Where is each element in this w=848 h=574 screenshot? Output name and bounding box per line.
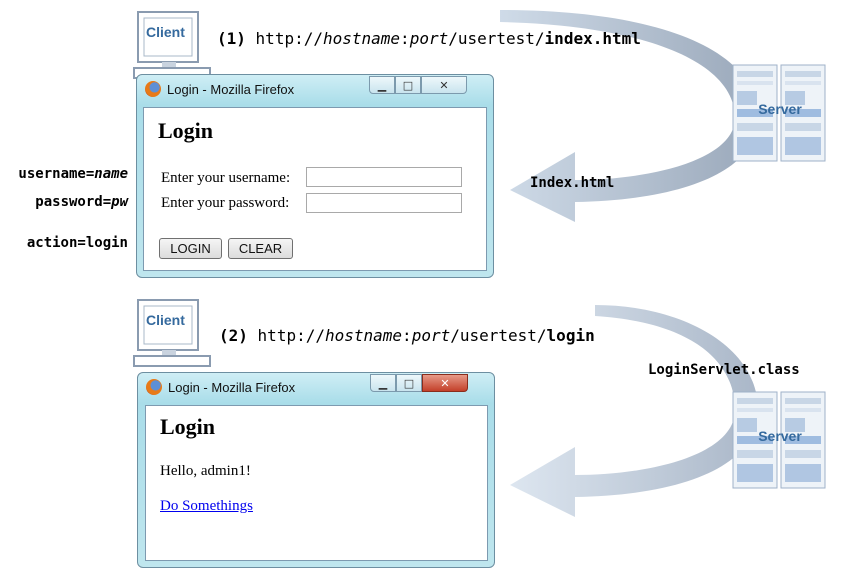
maximize-button[interactable]: □	[395, 76, 421, 94]
username-label: Enter your username:	[161, 170, 291, 186]
request-url-1: (1) http://hostname:port/usertest/index.…	[217, 29, 641, 48]
server-label: Server	[758, 101, 802, 117]
minimize-icon: ▁	[378, 376, 388, 390]
client-computer-icon	[133, 299, 211, 367]
client-1: Client	[132, 10, 216, 80]
client-label: Client	[146, 24, 185, 40]
page-content: Login Hello, admin1! Do Somethings	[145, 405, 488, 561]
param-action: action=login	[26, 235, 128, 251]
request-response-arrow-1	[500, 10, 758, 222]
page-heading: Login	[160, 414, 216, 439]
close-button[interactable]: ✕	[422, 374, 468, 392]
url-port: port	[411, 326, 451, 345]
url-path: /usertest/	[450, 326, 547, 345]
url-prefix: http://	[257, 326, 325, 345]
login-button[interactable]: LOGIN	[159, 238, 222, 259]
url-port: port	[409, 29, 449, 48]
request-url-2: (2) http://hostname:port/usertest/login	[219, 326, 595, 345]
param-username-key: username=	[18, 166, 95, 182]
param-password-value: pw	[111, 194, 128, 210]
maximize-button[interactable]: □	[396, 374, 422, 392]
server-rack-icon	[732, 391, 826, 489]
step-number: (2)	[219, 326, 248, 345]
password-input[interactable]	[306, 193, 462, 213]
server-label: Server	[758, 428, 802, 444]
client-2: Client	[132, 298, 216, 368]
response-label-1: Index.html	[530, 175, 615, 191]
url-prefix: http://	[255, 29, 323, 48]
url-host: hostname	[322, 29, 401, 48]
clear-button[interactable]: CLEAR	[228, 238, 293, 259]
page-content: Login Enter your username: Enter your pa…	[143, 107, 487, 271]
browser-window-2: Login - Mozilla Firefox ▁ □ ✕ Login Hell…	[137, 372, 495, 568]
close-icon: ✕	[440, 376, 450, 390]
response-label-2: LoginServlet.class	[648, 362, 800, 378]
browser-window-1: Login - Mozilla Firefox ▁ □ ✕ Login Ente…	[136, 74, 494, 278]
server-rack-icon	[732, 64, 826, 162]
param-password: password=pw	[35, 194, 128, 210]
do-somethings-link[interactable]: Do Somethings	[160, 498, 253, 514]
step-number: (1)	[217, 29, 246, 48]
url-host: hostname	[324, 326, 403, 345]
param-password-key: password=	[35, 194, 112, 210]
url-resource: login	[546, 326, 595, 345]
param-username: username=name	[18, 166, 128, 182]
close-button[interactable]: ✕	[421, 76, 467, 94]
window-title: Login - Mozilla Firefox	[168, 380, 296, 395]
password-label: Enter your password:	[161, 195, 290, 211]
maximize-icon: □	[402, 78, 414, 92]
close-icon: ✕	[439, 78, 449, 92]
param-username-value: name	[94, 166, 128, 182]
titlebar: Login - Mozilla Firefox ▁ □ ✕	[137, 75, 493, 103]
minimize-icon: ▁	[377, 78, 387, 92]
url-resource: index.html	[544, 29, 641, 48]
titlebar: Login - Mozilla Firefox ▁ □ ✕	[138, 373, 494, 401]
page-heading: Login	[158, 118, 214, 143]
window-title: Login - Mozilla Firefox	[167, 82, 295, 97]
username-input[interactable]	[306, 167, 462, 187]
minimize-button[interactable]: ▁	[370, 374, 396, 392]
firefox-icon	[145, 81, 161, 97]
minimize-button[interactable]: ▁	[369, 76, 395, 94]
url-path: /usertest/	[448, 29, 545, 48]
client-computer-icon	[133, 11, 211, 79]
url-colon: :	[402, 326, 412, 345]
client-label: Client	[146, 312, 185, 328]
greeting-text: Hello, admin1!	[160, 463, 251, 479]
server-2: Server	[731, 390, 829, 490]
firefox-icon	[146, 379, 162, 395]
window-controls: ▁ □ ✕	[370, 374, 468, 393]
maximize-icon: □	[403, 376, 415, 390]
url-colon: :	[400, 29, 410, 48]
request-response-arrow-2	[510, 305, 758, 517]
server-1: Server	[731, 63, 829, 163]
window-controls: ▁ □ ✕	[369, 76, 467, 95]
